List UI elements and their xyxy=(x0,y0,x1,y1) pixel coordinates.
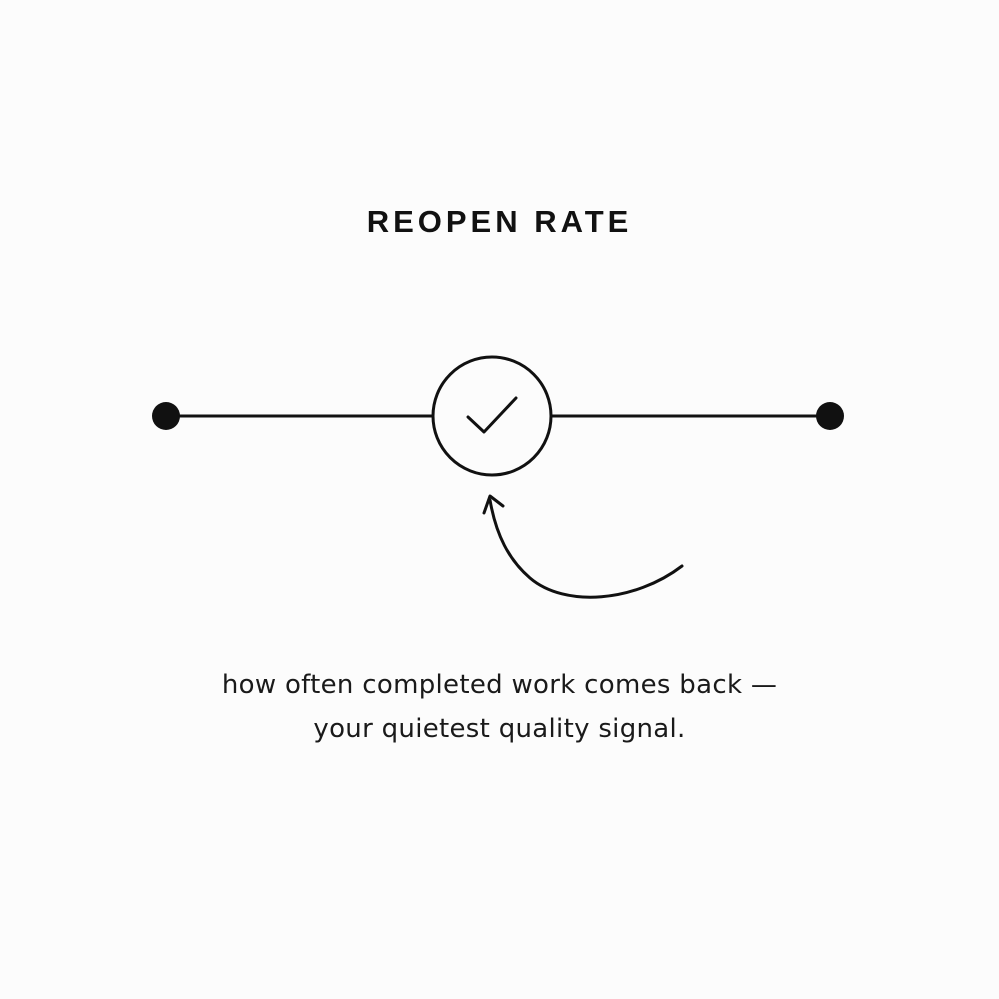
diagram-title: REOPEN RATE xyxy=(366,204,633,239)
caption-line-2: your quietest quality signal. xyxy=(313,714,686,744)
check-circle-icon xyxy=(431,355,553,477)
start-dot-icon xyxy=(152,402,180,430)
caption-line-1: how often completed work comes back — xyxy=(221,670,778,700)
end-dot-icon xyxy=(816,402,844,430)
curved-return-arrow-icon xyxy=(482,494,684,599)
